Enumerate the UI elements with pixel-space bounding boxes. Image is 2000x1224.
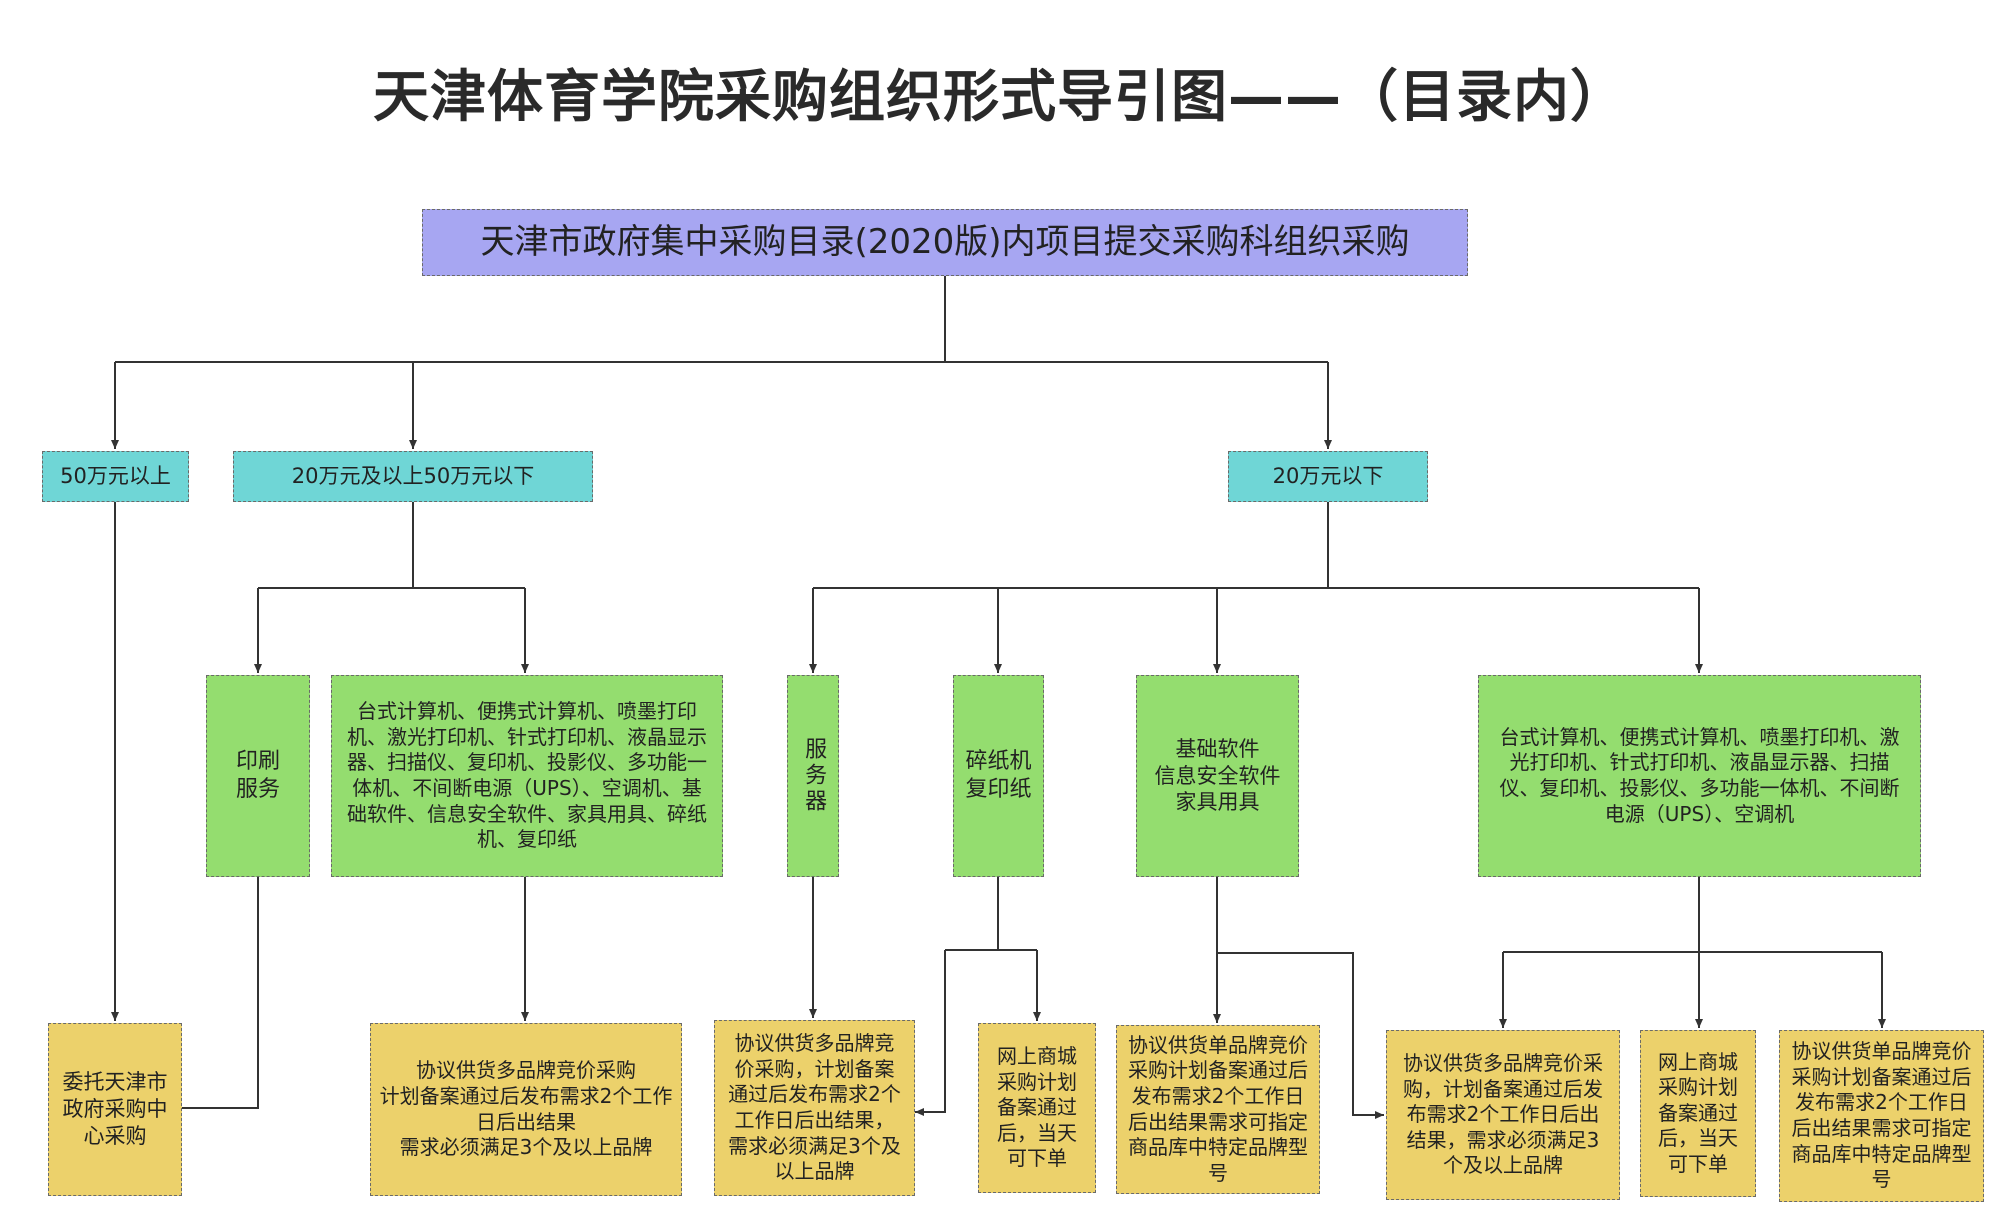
outcome-online-mall-b: 网上商城采购计划备案通过后，当天可下单 — [1640, 1030, 1756, 1197]
outcome-multi-brand-b: 协议供货多品牌竞价采购，计划备案通过后发布需求2个工作日后出结果，需求必须满足3… — [1386, 1030, 1620, 1200]
category-small-goods: 台式计算机、便携式计算机、喷墨打印机、激光打印机、针式打印机、液晶显示器、扫描仪… — [1478, 675, 1921, 877]
tier-under-20w: 20万元以下 — [1228, 451, 1428, 502]
tier-20w-to-50w: 20万元及以上50万元以下 — [233, 451, 593, 502]
outcome-single-brand-b: 协议供货单品牌竞价采购计划备案通过后发布需求2个工作日后出结果需求可指定商品库中… — [1779, 1030, 1984, 1202]
category-server: 服务器 — [787, 675, 839, 877]
tier-over-50w: 50万元以上 — [42, 451, 189, 502]
page-title: 天津体育学院采购组织形式导引图——（目录内） — [373, 65, 1627, 130]
outcome-mid-multi-brand: 协议供货多品牌竞价采购 计划备案通过后发布需求2个工作日后出结果 需求必须满足3… — [370, 1023, 682, 1196]
category-mid-goods: 台式计算机、便携式计算机、喷墨打印机、激光打印机、针式打印机、液晶显示器、扫描仪… — [331, 675, 723, 877]
outcome-multi-brand-a: 协议供货多品牌竞价采购，计划备案通过后发布需求2个工作日后出结果，需求必须满足3… — [714, 1020, 915, 1196]
category-shredder-paper: 碎纸机 复印纸 — [953, 675, 1044, 877]
category-software-furniture: 基础软件 信息安全软件 家具用具 — [1136, 675, 1299, 877]
outcome-entrust-center: 委托天津市政府采购中心采购 — [48, 1023, 182, 1196]
root-box: 天津市政府集中采购目录(2020版)内项目提交采购科组织采购 — [422, 209, 1468, 276]
category-server-label: 服务器 — [801, 737, 827, 815]
outcome-online-mall-a: 网上商城采购计划备案通过后，当天可下单 — [978, 1023, 1096, 1193]
category-printing: 印刷 服务 — [206, 675, 310, 877]
outcome-single-brand-a: 协议供货单品牌竞价采购计划备案通过后发布需求2个工作日后出结果需求可指定商品库中… — [1116, 1025, 1320, 1194]
